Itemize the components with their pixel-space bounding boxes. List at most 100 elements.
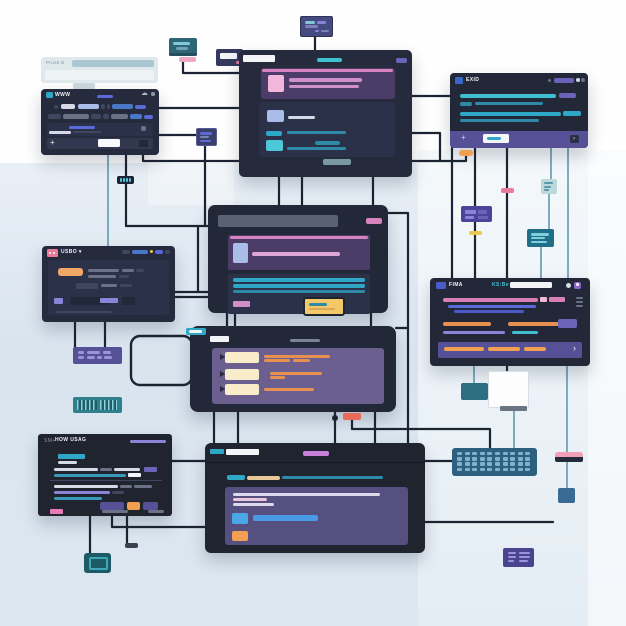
chevron-right-icon: › <box>573 136 575 142</box>
keyboard-key[interactable] <box>464 457 470 461</box>
skeleton-bar <box>227 475 245 480</box>
skeleton-bar <box>126 178 128 182</box>
skeleton-bar <box>58 461 77 464</box>
decor <box>438 342 582 358</box>
add-button[interactable]: + <box>50 138 55 147</box>
barcode-stripes <box>77 400 97 410</box>
keyboard-key[interactable] <box>525 467 531 471</box>
keyboard-key[interactable] <box>517 462 523 466</box>
decor <box>197 129 216 145</box>
skeleton-bar <box>49 252 51 254</box>
keyboard-key[interactable] <box>502 452 508 456</box>
skeleton-bar <box>288 116 315 119</box>
confirm-button[interactable] <box>483 134 509 143</box>
keyboard-key[interactable] <box>479 467 485 471</box>
skeleton-bar <box>558 319 577 328</box>
skeleton-bar <box>460 94 556 98</box>
button-secondary[interactable] <box>143 502 158 510</box>
skeleton-bar <box>72 60 154 67</box>
user-icon[interactable] <box>574 282 581 289</box>
chevron-right-icon[interactable]: › <box>573 343 576 353</box>
keyboard-key[interactable] <box>464 462 470 466</box>
skeleton-bar <box>317 58 342 62</box>
skeleton-bar <box>107 104 110 109</box>
skeleton-bar <box>549 297 565 302</box>
skeleton-bar <box>268 75 284 92</box>
skeleton-bar <box>232 531 248 541</box>
keyboard-key[interactable] <box>487 452 493 456</box>
keyboard-key[interactable] <box>517 457 523 461</box>
keyboard-key[interactable] <box>464 452 470 456</box>
box-blue-square <box>558 488 575 503</box>
keyboard-key[interactable] <box>517 467 523 471</box>
keyboard-key[interactable] <box>510 452 516 456</box>
keyboard-key[interactable] <box>495 452 500 456</box>
chip-yellow <box>469 231 482 235</box>
keyboard-key[interactable] <box>502 467 508 471</box>
settings-icon[interactable] <box>151 92 155 96</box>
keyboard-key[interactable] <box>457 452 462 456</box>
decor <box>117 176 134 184</box>
keyboard[interactable] <box>452 448 537 476</box>
decor <box>239 50 412 177</box>
skeleton-bar <box>141 126 146 131</box>
skeleton-bar <box>519 560 528 562</box>
decor <box>208 205 388 314</box>
add-icon[interactable]: + <box>461 133 466 142</box>
text-input[interactable] <box>98 139 120 147</box>
keyboard-key[interactable] <box>510 457 516 461</box>
task-pill[interactable] <box>225 369 259 380</box>
keyboard-key[interactable] <box>525 452 531 456</box>
keyboard-key[interactable] <box>472 452 478 456</box>
skeleton-bar <box>91 114 101 119</box>
skeleton-bar <box>63 114 89 119</box>
keyboard-key[interactable] <box>479 457 485 461</box>
button-primary[interactable] <box>100 502 124 510</box>
task-pill[interactable] <box>225 352 259 363</box>
task-pill[interactable] <box>225 384 259 395</box>
button-accent[interactable] <box>127 502 140 510</box>
window-messages <box>239 50 412 177</box>
skeleton-bar <box>132 250 148 254</box>
cloud-icon[interactable]: ☁ <box>141 90 148 97</box>
action-button[interactable] <box>323 159 351 165</box>
window-fima: FIMA KS:Be › <box>430 278 590 366</box>
keyboard-key[interactable] <box>472 457 478 461</box>
keyboard-key[interactable] <box>487 457 493 461</box>
keyboard-key[interactable] <box>457 457 462 461</box>
keyboard-key[interactable] <box>495 457 500 461</box>
keyboard-key[interactable] <box>510 467 516 471</box>
skeleton-bar <box>54 105 58 109</box>
keyboard-key[interactable] <box>525 457 531 461</box>
keyboard-key[interactable] <box>502 462 508 466</box>
keyboard-key[interactable] <box>479 462 485 466</box>
skeleton-bar <box>303 451 329 456</box>
keyboard-key[interactable] <box>510 462 516 466</box>
keyboard-key[interactable] <box>479 452 485 456</box>
skeleton-bar <box>139 140 148 147</box>
keyboard-key[interactable] <box>502 457 508 461</box>
next-button[interactable]: › <box>570 135 579 143</box>
warning-button[interactable] <box>303 297 345 316</box>
skeleton-bar <box>134 485 152 488</box>
highlight-pill-button[interactable] <box>58 268 83 276</box>
skeleton-bar <box>103 114 109 119</box>
keyboard-key[interactable] <box>525 462 531 466</box>
keyboard-key[interactable] <box>495 467 500 471</box>
window-title-prefix: SM+ <box>44 438 56 444</box>
keyboard-key[interactable] <box>457 462 462 466</box>
keyboard-key[interactable] <box>517 452 523 456</box>
keyboard-key[interactable] <box>472 467 478 471</box>
keyboard-key[interactable] <box>472 462 478 466</box>
box-teal-below-fima <box>461 383 488 400</box>
keyboard-key[interactable] <box>457 467 462 471</box>
keyboard-key[interactable] <box>487 462 493 466</box>
keyboard-key[interactable] <box>487 467 493 471</box>
skeleton-bar <box>61 104 75 109</box>
keyboard-key[interactable] <box>464 467 470 471</box>
skeleton-bar <box>111 114 128 119</box>
box-barcode-teal <box>73 397 122 413</box>
keyboard-key[interactable] <box>495 462 500 466</box>
skeleton-bar <box>200 140 211 142</box>
skeleton-bar <box>102 510 128 513</box>
